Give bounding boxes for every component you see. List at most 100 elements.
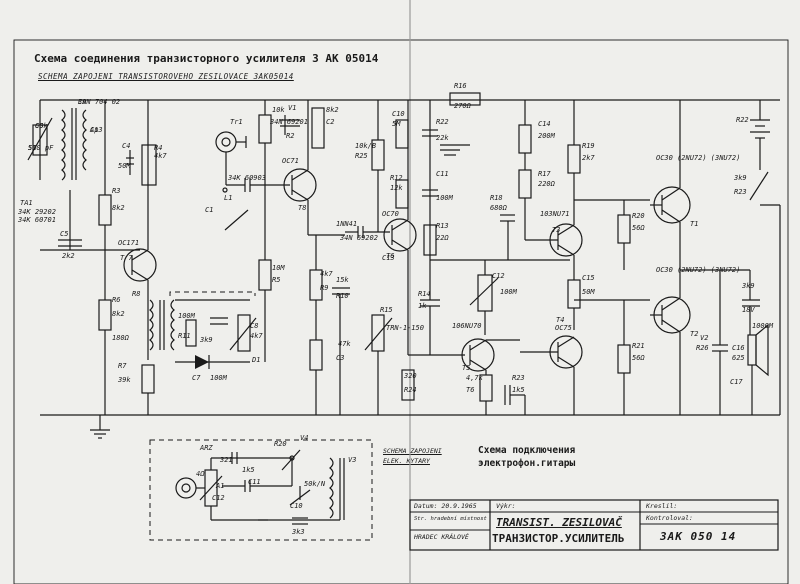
component-label: 50M [582,288,595,296]
component-label: 39k [117,376,131,384]
component-label: Ap [89,126,98,134]
component-label: 3k9 [733,174,747,182]
component-label: V4 [300,434,308,442]
component-label: 34N 69202 [339,234,378,242]
tb-datum-label: Datum: [414,502,438,510]
battery-18v [749,100,781,415]
component-label: C3 [336,354,344,362]
transistor-ref-label: T1 [690,220,698,228]
transistor-ref-label: T 7 [120,254,133,262]
title-russian: Схема соединения транзисторного усилител… [34,52,379,65]
stage-t4 [520,275,650,415]
component-label: R15 [380,306,393,314]
component-label: R13 [436,222,449,230]
subschema-title-czech: SCHEMA ZAPOJENI ELEK. KYTARY [383,446,442,466]
component-label: R19 [582,142,595,150]
component-label: R4 [154,144,162,152]
component-label: R2 [286,132,294,140]
component-label: 3k9 [741,282,755,290]
component-label: 1k5 [242,466,255,474]
component-label: R22 [736,116,749,124]
component-label: R11 [178,332,191,340]
transistor-ref-label: T6 [386,252,394,260]
component-label: 15k [336,276,349,284]
tb-vykr: Výkr: [496,502,516,510]
component-label: 3k3 [291,528,305,536]
stage-d1 [169,291,257,369]
resistor-r17 [449,92,481,106]
component-label: R16 [454,82,467,90]
component-label: C9 [78,98,86,106]
component-label: R7 [118,362,127,370]
component-label: C7 [192,374,201,382]
component-label: 180Ω [112,334,130,342]
component-label: A1 [215,482,224,490]
component-label: 47k [338,340,351,348]
subschema-title-russian: Схема подключения электрофон.гитары [478,444,575,470]
title-block-frame [409,499,779,551]
component-label: C12 [492,272,505,280]
component-label: 200M [538,132,556,140]
component-label: 1NN41 [336,220,357,228]
input-tuned-circuit [27,100,140,251]
component-label: 100M [210,374,228,382]
transistor-type-label: 106NU70 [452,322,482,330]
component-label: 1000M [752,322,774,330]
component-label: R21 [632,342,645,350]
component-label: C5 [60,230,68,238]
guitar-subschema [149,439,373,541]
component-label: R10 [336,292,349,300]
component-label: 100M [178,312,196,320]
component-label: C6 [35,122,43,130]
component-label: R8 [132,290,140,298]
subschema-cz-line2: ELEK. KYTARY [383,457,430,465]
component-label: C4 [122,142,130,150]
component-label: 34K 60701 [17,216,56,224]
component-label: R9 [320,284,328,292]
component-label: C13 [90,126,103,134]
tb-name-czech: TRANSIST. ZESILOVAČ [496,516,622,529]
component-label: R22 [436,118,449,126]
component-label: R20 [274,440,287,448]
transistor-ref-label: T2 [690,330,698,338]
transistor-type-label: 103NU71 [540,210,570,218]
tb-datum-value: 20.9.1965 [441,502,477,510]
transistor-type-label: OC30 (2NU72) (3NU72) [656,154,740,162]
transistor-ref-label: T5 [462,364,470,372]
component-label: R20 [632,212,645,220]
component-label: C2 [326,118,334,126]
component-label: C16 [732,344,745,352]
component-label: 3AN 704 02 [77,98,120,106]
component-label: 56Ω [632,224,645,232]
sheet-border [13,39,789,584]
stage-t5 [430,259,570,415]
component-label: C17 [730,378,743,386]
component-label: L1 [224,194,232,202]
component-label: 22k [436,134,449,142]
component-label: 2k2 [62,252,75,260]
transistor-ref-label: T4 [556,316,564,324]
component-label: 625 [732,354,745,362]
component-label: 320 [403,372,417,380]
component-label: 34K 29202 [17,208,56,216]
component-label: 8k2 [112,204,125,212]
transistor-type-label: OC70 [382,210,399,218]
component-label: R3 [112,187,120,195]
component-label: 220Ω [538,180,556,188]
component-label: T6 [466,386,474,394]
component-label: C13 [382,254,395,262]
component-label: 321 [219,456,233,464]
component-label: 2k7 [582,154,595,162]
tb-kreslil: Kreslil: [646,502,678,510]
component-label: V3 [348,456,356,464]
tb-org-line2: HRADEC KRÁLOVÉ [414,533,469,541]
transistor-type-label: OC71 [282,157,299,165]
component-label: 4,7k [466,374,484,382]
transistor-ref-label: T3 [552,226,560,234]
component-label: TRN-1-150 [386,324,424,332]
component-label: R12 [390,174,403,182]
stage-output [650,100,750,415]
transistor-type-label: OC75 [555,324,572,332]
component-label: C12 [212,494,225,502]
